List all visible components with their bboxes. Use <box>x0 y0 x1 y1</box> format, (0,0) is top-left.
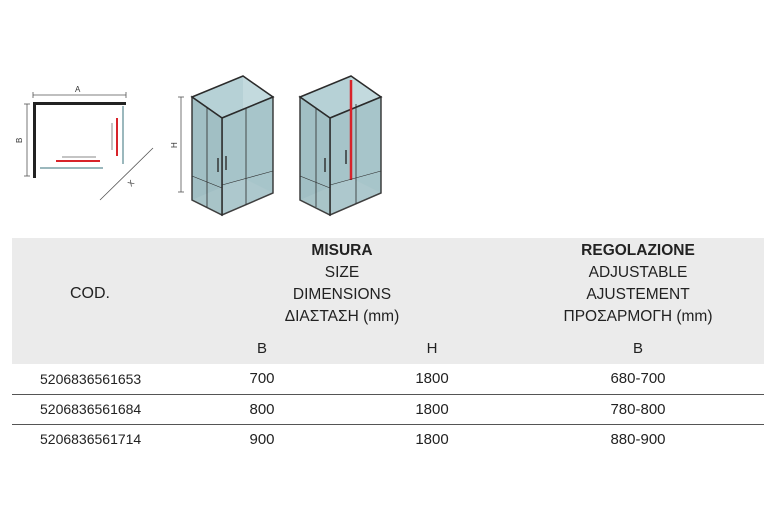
table-row: 5206836561684 800 1800 780-800 <box>12 394 764 425</box>
adjust-header-it: REGOLAZIONE <box>581 242 695 259</box>
adjust-range: 780-800 <box>512 394 764 425</box>
cod-header: COD. <box>12 238 172 328</box>
shower-enclosure-open-view <box>298 75 383 217</box>
table-header-row: COD. MISURA SIZE DIMENSIONS ΔΙΑΣΤΑΣΗ (mm… <box>12 238 764 328</box>
product-code: 5206836561684 <box>12 394 172 425</box>
size-b: 800 <box>172 394 352 425</box>
size-h: 1800 <box>352 394 512 425</box>
adjust-header-fr: AJUSTEMENT <box>586 286 690 303</box>
subheader-adj-b: B <box>512 328 764 364</box>
adjust-range: 680-700 <box>512 364 764 395</box>
size-b: 700 <box>172 364 352 395</box>
table-row: 5206836561653 700 1800 680-700 <box>12 364 764 395</box>
shower-enclosure-closed-view: H <box>170 75 275 217</box>
table-row: 5206836561714 900 1800 880-900 <box>12 424 764 454</box>
product-code: 5206836561714 <box>40 431 142 448</box>
size-header-it: MISURA <box>311 242 373 259</box>
adjust-group-header: REGOLAZIONE ADJUSTABLE AJUSTEMENT ΠΡΟΣΑΡ… <box>512 238 764 328</box>
wall-left <box>33 102 36 178</box>
spec-table: COD. MISURA SIZE DIMENSIONS ΔΙΑΣΤΑΣΗ (mm… <box>12 238 764 454</box>
size-b: 900 <box>249 430 275 448</box>
subheader-b: B <box>172 328 352 364</box>
table-subheader-row: B H B <box>12 328 764 364</box>
product-code: 5206836561653 <box>12 364 172 395</box>
shower-drawings-svg: A B X H <box>15 75 383 217</box>
size-header-fr: DIMENSIONS <box>292 286 392 303</box>
wall-top <box>33 102 126 105</box>
size-h: 1800 <box>352 364 512 395</box>
dimension-x-line <box>99 147 154 201</box>
adjust-range: 880-900 <box>610 430 666 448</box>
dimension-a-label: A <box>75 85 81 94</box>
dimension-x-label: X <box>126 178 137 189</box>
dimension-b-label: B <box>15 138 24 143</box>
plan-view-diagram: A B X <box>15 85 154 201</box>
adjust-header-gr: ΠΡΟΣΑΡΜΟΓΗ (mm) <box>563 308 713 325</box>
height-label: H <box>170 142 179 148</box>
subheader-h: H <box>352 328 512 364</box>
size-header-en: SIZE <box>324 264 360 281</box>
subheader-empty <box>12 328 172 364</box>
size-header-gr: ΔΙΑΣΤΑΣΗ (mm) <box>284 308 400 325</box>
adjust-header-en: ADJUSTABLE <box>588 264 688 281</box>
technical-drawings: A B X H <box>0 0 770 235</box>
size-h: 1800 <box>415 430 449 448</box>
size-group-header: MISURA SIZE DIMENSIONS ΔΙΑΣΤΑΣΗ (mm) <box>172 238 512 328</box>
